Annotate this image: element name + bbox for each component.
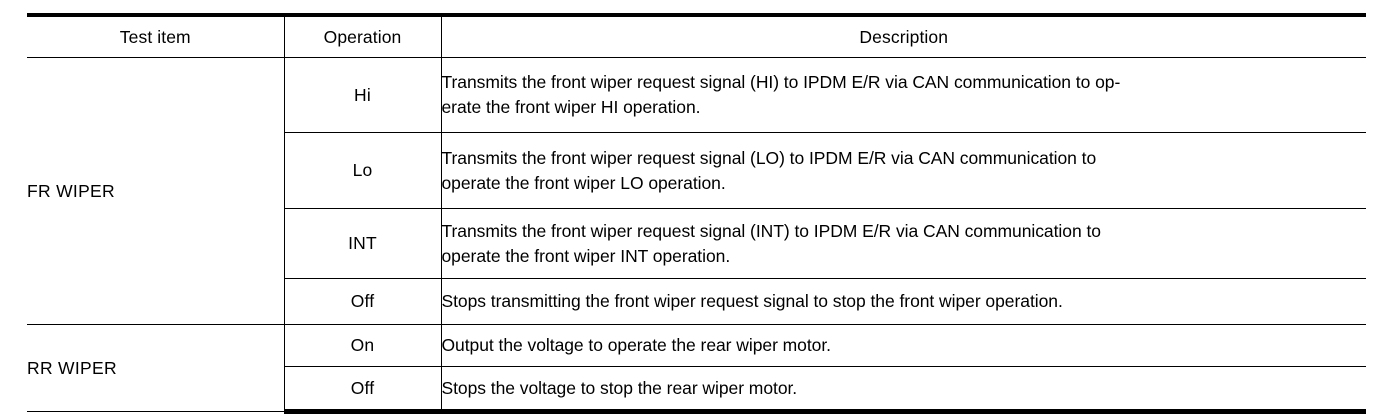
column-header-description: Description bbox=[440, 13, 1366, 58]
cell-operation-off-fr: Off bbox=[284, 278, 442, 325]
description-line: operate the front wiper INT operation. bbox=[441, 245, 731, 266]
cell-operation-hi: Hi bbox=[283, 57, 442, 133]
table-row: Off Stops transmitting the front wiper r… bbox=[27, 278, 1366, 325]
description-line: operate the front wiper LO operation. bbox=[441, 172, 726, 193]
description-line: Stops the voltage to stop the rear wiper… bbox=[441, 377, 798, 398]
description-line: Stops transmitting the front wiper reque… bbox=[441, 291, 1063, 311]
description-line: Transmits the front wiper request signal… bbox=[441, 220, 1102, 241]
cell-description-off-fr: Stops transmitting the front wiper reque… bbox=[440, 278, 1366, 325]
table-row: RR WIPER On Output the voltage to operat… bbox=[27, 324, 1366, 412]
description-line: erate the front wiper HI operation. bbox=[441, 97, 701, 117]
cell-operation-off-rr: Off bbox=[284, 366, 442, 414]
table-row: INT Transmits the front wiper request si… bbox=[27, 208, 1366, 279]
column-header-operation: Operation bbox=[283, 13, 442, 58]
active-test-table: Test item Operation Description FR WIPER… bbox=[27, 13, 1366, 414]
description-line: Transmits the front wiper request signal… bbox=[441, 147, 1097, 168]
column-header-test-item: Test item bbox=[27, 13, 285, 58]
table-header: Test item Operation Description bbox=[27, 13, 1366, 58]
table-body: FR WIPER Hi Transmits the front wiper re… bbox=[27, 57, 1366, 414]
cell-operation-on: On bbox=[283, 324, 442, 367]
cell-description-hi: Transmits the front wiper request signal… bbox=[440, 57, 1366, 133]
table-row: FR WIPER Hi Transmits the front wiper re… bbox=[27, 57, 1366, 325]
description-line: Transmits the front wiper request signal… bbox=[441, 72, 1121, 92]
cell-operation-lo: Lo bbox=[284, 132, 442, 209]
cell-test-item-fr-wiper: FR WIPER bbox=[27, 57, 285, 325]
cell-description-off-rr: Stops the voltage to stop the rear wiper… bbox=[440, 366, 1366, 414]
cell-description-int: Transmits the front wiper request signal… bbox=[440, 208, 1366, 279]
table-header-row: Test item Operation Description bbox=[27, 13, 1366, 58]
cell-test-item-rr-wiper: RR WIPER bbox=[27, 324, 285, 412]
cell-description-on: Output the voltage to operate the rear w… bbox=[440, 324, 1366, 367]
cell-description-lo: Transmits the front wiper request signal… bbox=[440, 132, 1366, 209]
cell-operation-int: INT bbox=[284, 208, 442, 279]
table-row: Off Stops the voltage to stop the rear w… bbox=[27, 366, 1366, 414]
description-line: Output the voltage to operate the rear w… bbox=[441, 335, 832, 355]
table-row: Lo Transmits the front wiper request sig… bbox=[27, 132, 1366, 209]
